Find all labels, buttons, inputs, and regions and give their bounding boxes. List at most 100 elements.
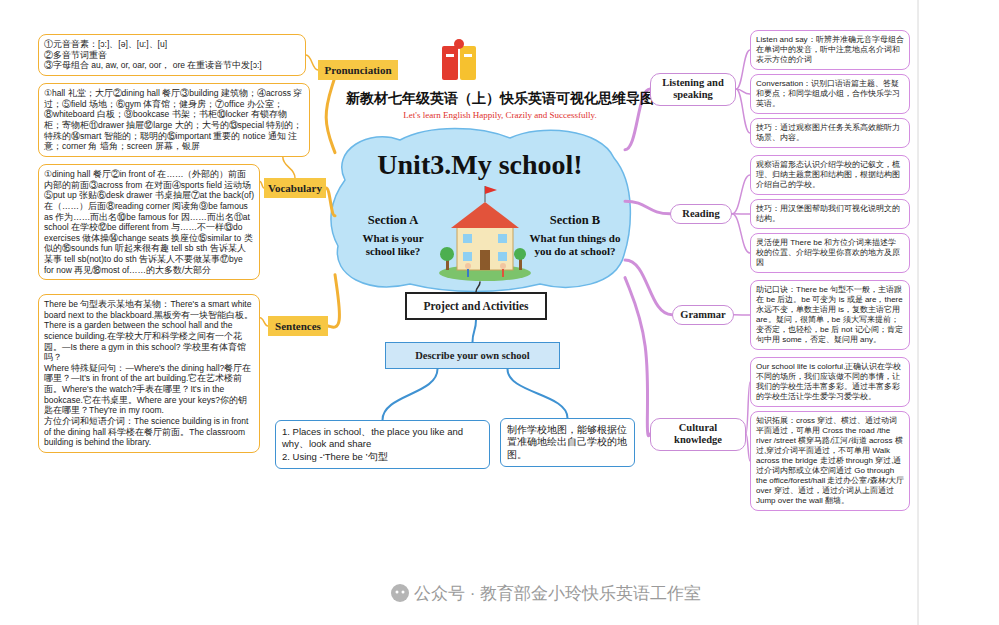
note-box: 技巧：用汉堡图帮助我们可视化说明文的结构。 — [750, 199, 910, 229]
branch-label: Vocabulary — [264, 178, 326, 198]
node-text: ②多音节词重音 — [44, 50, 300, 61]
note-box: 助记口诀：There be 句型不一般，主语跟在 be 后边。be 可变为 is… — [750, 280, 910, 350]
branch-connector — [736, 50, 750, 89]
node-text: Our school life is colorful.正确认识在学校不同的场所… — [756, 362, 904, 402]
note-box: 观察语篇形态认识介绍学校的记叙文，梳理、归纳主题意图和结构图，根据结构图介绍自己… — [750, 155, 910, 195]
node-text: ①dining hall 餐厅②in front of 在……（外部的）前面内部… — [44, 169, 254, 275]
logo-line — [464, 54, 472, 57]
branch-label: Pronunciation — [318, 60, 398, 80]
node-text: Section A — [347, 213, 439, 228]
branch-connector — [476, 282, 480, 292]
node-text: Cultural knowledge — [654, 422, 742, 447]
node-text: Sentences — [272, 320, 324, 332]
note-box: ①dining hall 餐厅②in front of 在……（外部的）前面内部… — [38, 164, 260, 280]
logo-dot — [454, 39, 464, 49]
child — [502, 269, 504, 277]
wechat-icon — [402, 591, 405, 594]
window — [498, 234, 507, 243]
branch-connector — [306, 55, 318, 70]
node-text: ③字母组合 au, aw, or, oar, oor， ore 在重读音节中发[… — [44, 60, 300, 71]
note-box: 技巧：通过观察图片任务关系高效能听力场景、内容。 — [750, 118, 910, 148]
branch-label: Listening and speaking — [650, 73, 736, 106]
branch-connector — [473, 320, 477, 342]
branch-connector — [732, 214, 750, 253]
node-text: Project and Activities — [411, 300, 541, 312]
branch-label: Grammar — [672, 305, 734, 326]
school-building — [457, 226, 513, 270]
section-box: Section A What is your school like? — [347, 213, 439, 258]
node-text: Section B — [527, 213, 623, 228]
central-topic: Unit3.My school! Section A What is your sc… — [335, 135, 625, 282]
tree — [514, 248, 526, 260]
node-text: Reading — [674, 208, 728, 221]
node-text: Unit3.My school! — [335, 149, 625, 181]
branch-connector — [625, 278, 650, 436]
branch-connector — [328, 275, 339, 328]
note-box: Conversation：识别口语语篇主题、答疑和要点；和同学组成小组，合作快乐… — [750, 74, 910, 114]
branch-connector — [326, 188, 335, 216]
branch-connector — [283, 157, 295, 178]
node-text: What is your school like? — [347, 232, 439, 258]
project-box: Project and Activities — [405, 292, 547, 320]
window — [498, 252, 507, 261]
note-box: Our school life is colorful.正确认识在学校不同的场所… — [750, 357, 910, 407]
note-box: Listen and say：听辨并准确元音字母组合在单词中的发音，听中注意地点… — [750, 30, 910, 70]
node-text: 助记口诀：There be 句型不一般，主语跟在 be 后边。be 可变为 is… — [756, 285, 904, 345]
note-box: ①hall 礼堂；大厅②dining hall 餐厅③building 建筑物；… — [38, 83, 310, 157]
node-text: 制作学校地图，能够根据位置准确地绘出自己学校的地图。 — [507, 424, 628, 461]
logo-book — [442, 46, 458, 80]
tree — [440, 247, 454, 261]
watermark: 公众号 · 教育部金小玲快乐英语工作室 — [414, 582, 701, 605]
node-text: ①元音音素：[ɔ:]、[ə]、[u:]、[u] — [44, 39, 300, 50]
child — [465, 263, 471, 269]
node-text: Listening and speaking — [654, 77, 732, 102]
node-text: ①hall 礼堂；大厅②dining hall 餐厅③building 建筑物；… — [44, 88, 304, 152]
node-text: 2. Using -‘There be ’句型 — [282, 451, 483, 463]
branch-label: Cultural knowledge — [650, 418, 746, 451]
node-text: Vocabulary — [268, 182, 322, 194]
node-text: 技巧：通过观察图片任务关系高效能听力场景、内容。 — [756, 123, 904, 143]
node-text: 灵活使用 There be 和方位介词来描述学校的位置、介绍学校里你喜欢的地方及… — [756, 238, 904, 268]
branch-connector — [508, 369, 568, 418]
branch-connector — [734, 314, 750, 316]
branch-label: Sentences — [268, 316, 328, 336]
task-detail: 制作学校地图，能够根据位置准确地绘出自己学校的地图。 — [500, 418, 635, 467]
note-box: ①元音音素：[ɔ:]、[ə]、[u:]、[u]②多音节词重音③字母组合 au, … — [38, 34, 306, 76]
task-box: Describe your own school — [385, 342, 560, 369]
node-text: Listen and say：听辨并准确元音字母组合在单词中的发音，听中注意地点… — [756, 35, 904, 65]
note-box: 灵活使用 There be 和方位介词来描述学校的位置、介绍学校里你喜欢的地方及… — [750, 233, 910, 273]
node-text: Grammar — [676, 309, 730, 322]
child — [467, 269, 469, 277]
wechat-icon — [391, 584, 409, 602]
branch-connector — [736, 89, 750, 133]
node-text: Conversation：识别口语语篇主题、答疑和要点；和同学组成小组，合作快乐… — [756, 79, 904, 109]
node-text: 知识拓展：cross 穿过、横过、通过动词平面通过，可单用 Cross the … — [756, 416, 904, 506]
diagram-title: 新教材七年级英语（上）快乐英语可视化思维导图 — [340, 90, 660, 108]
branch-connector — [260, 318, 268, 326]
branch-connector — [383, 369, 438, 420]
node-text: 技巧：用汉堡图帮助我们可视化说明文的结构。 — [756, 204, 904, 224]
node-text: Where 特殊疑问句：—Where's the dining hall?餐厅在… — [44, 363, 254, 416]
branch-connector — [625, 201, 670, 214]
wechat-icon — [396, 591, 399, 594]
branch-connector — [326, 80, 335, 153]
window — [463, 252, 472, 261]
subtitle: Let's learn English Happily, Crazily and… — [340, 110, 660, 120]
branch-connector — [732, 175, 750, 214]
panel-edge — [918, 0, 919, 625]
node-text: Pronunciation — [322, 64, 394, 76]
node-text: 1. Places in school、the place you like a… — [282, 426, 483, 451]
logo-book — [460, 46, 476, 80]
note-box: 知识拓展：cross 穿过、横过、通过动词平面通过，可单用 Cross the … — [750, 411, 910, 511]
flag — [485, 186, 497, 194]
node-text: 观察语篇形态认识介绍学校的记叙文，梳理、归纳主题意图和结构图，根据结构图介绍自己… — [756, 160, 904, 190]
school-door — [480, 250, 490, 270]
node-text: 方位介词和短语介词：The science building is in fro… — [44, 416, 254, 448]
school-roof — [451, 202, 519, 228]
node-text: Describe your own school — [390, 350, 555, 361]
section-box: Section B What fun things do you do at sc… — [527, 213, 623, 258]
sky-cloud — [331, 129, 630, 292]
node-text: What fun things do you do at school? — [527, 232, 623, 258]
logo-line — [446, 54, 454, 57]
task-detail: 1. Places in school、the place you like a… — [275, 420, 490, 469]
